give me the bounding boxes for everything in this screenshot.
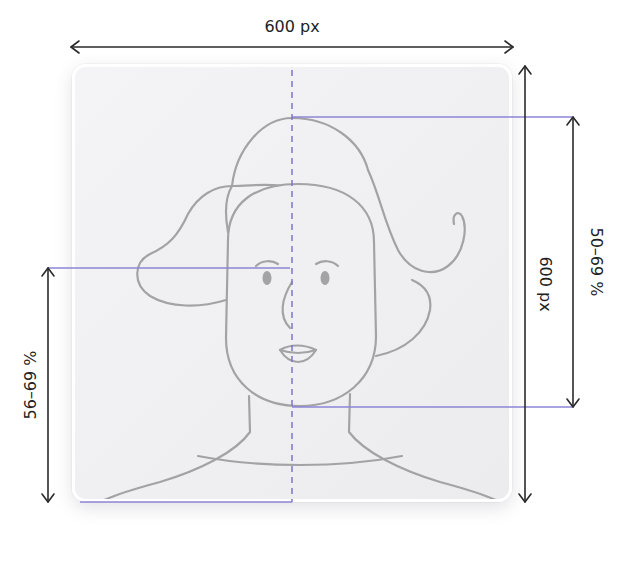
eye-height-ratio: 56–69 % — [21, 347, 39, 422]
dimension-arrows — [42, 41, 579, 502]
guide-lines — [48, 70, 572, 502]
person-figure — [100, 118, 500, 499]
height-dimension: 600 px — [536, 253, 554, 314]
width-dimension: 600 px — [261, 18, 322, 36]
eyes — [263, 271, 330, 285]
head-height-ratio: 50–69 % — [587, 224, 605, 299]
